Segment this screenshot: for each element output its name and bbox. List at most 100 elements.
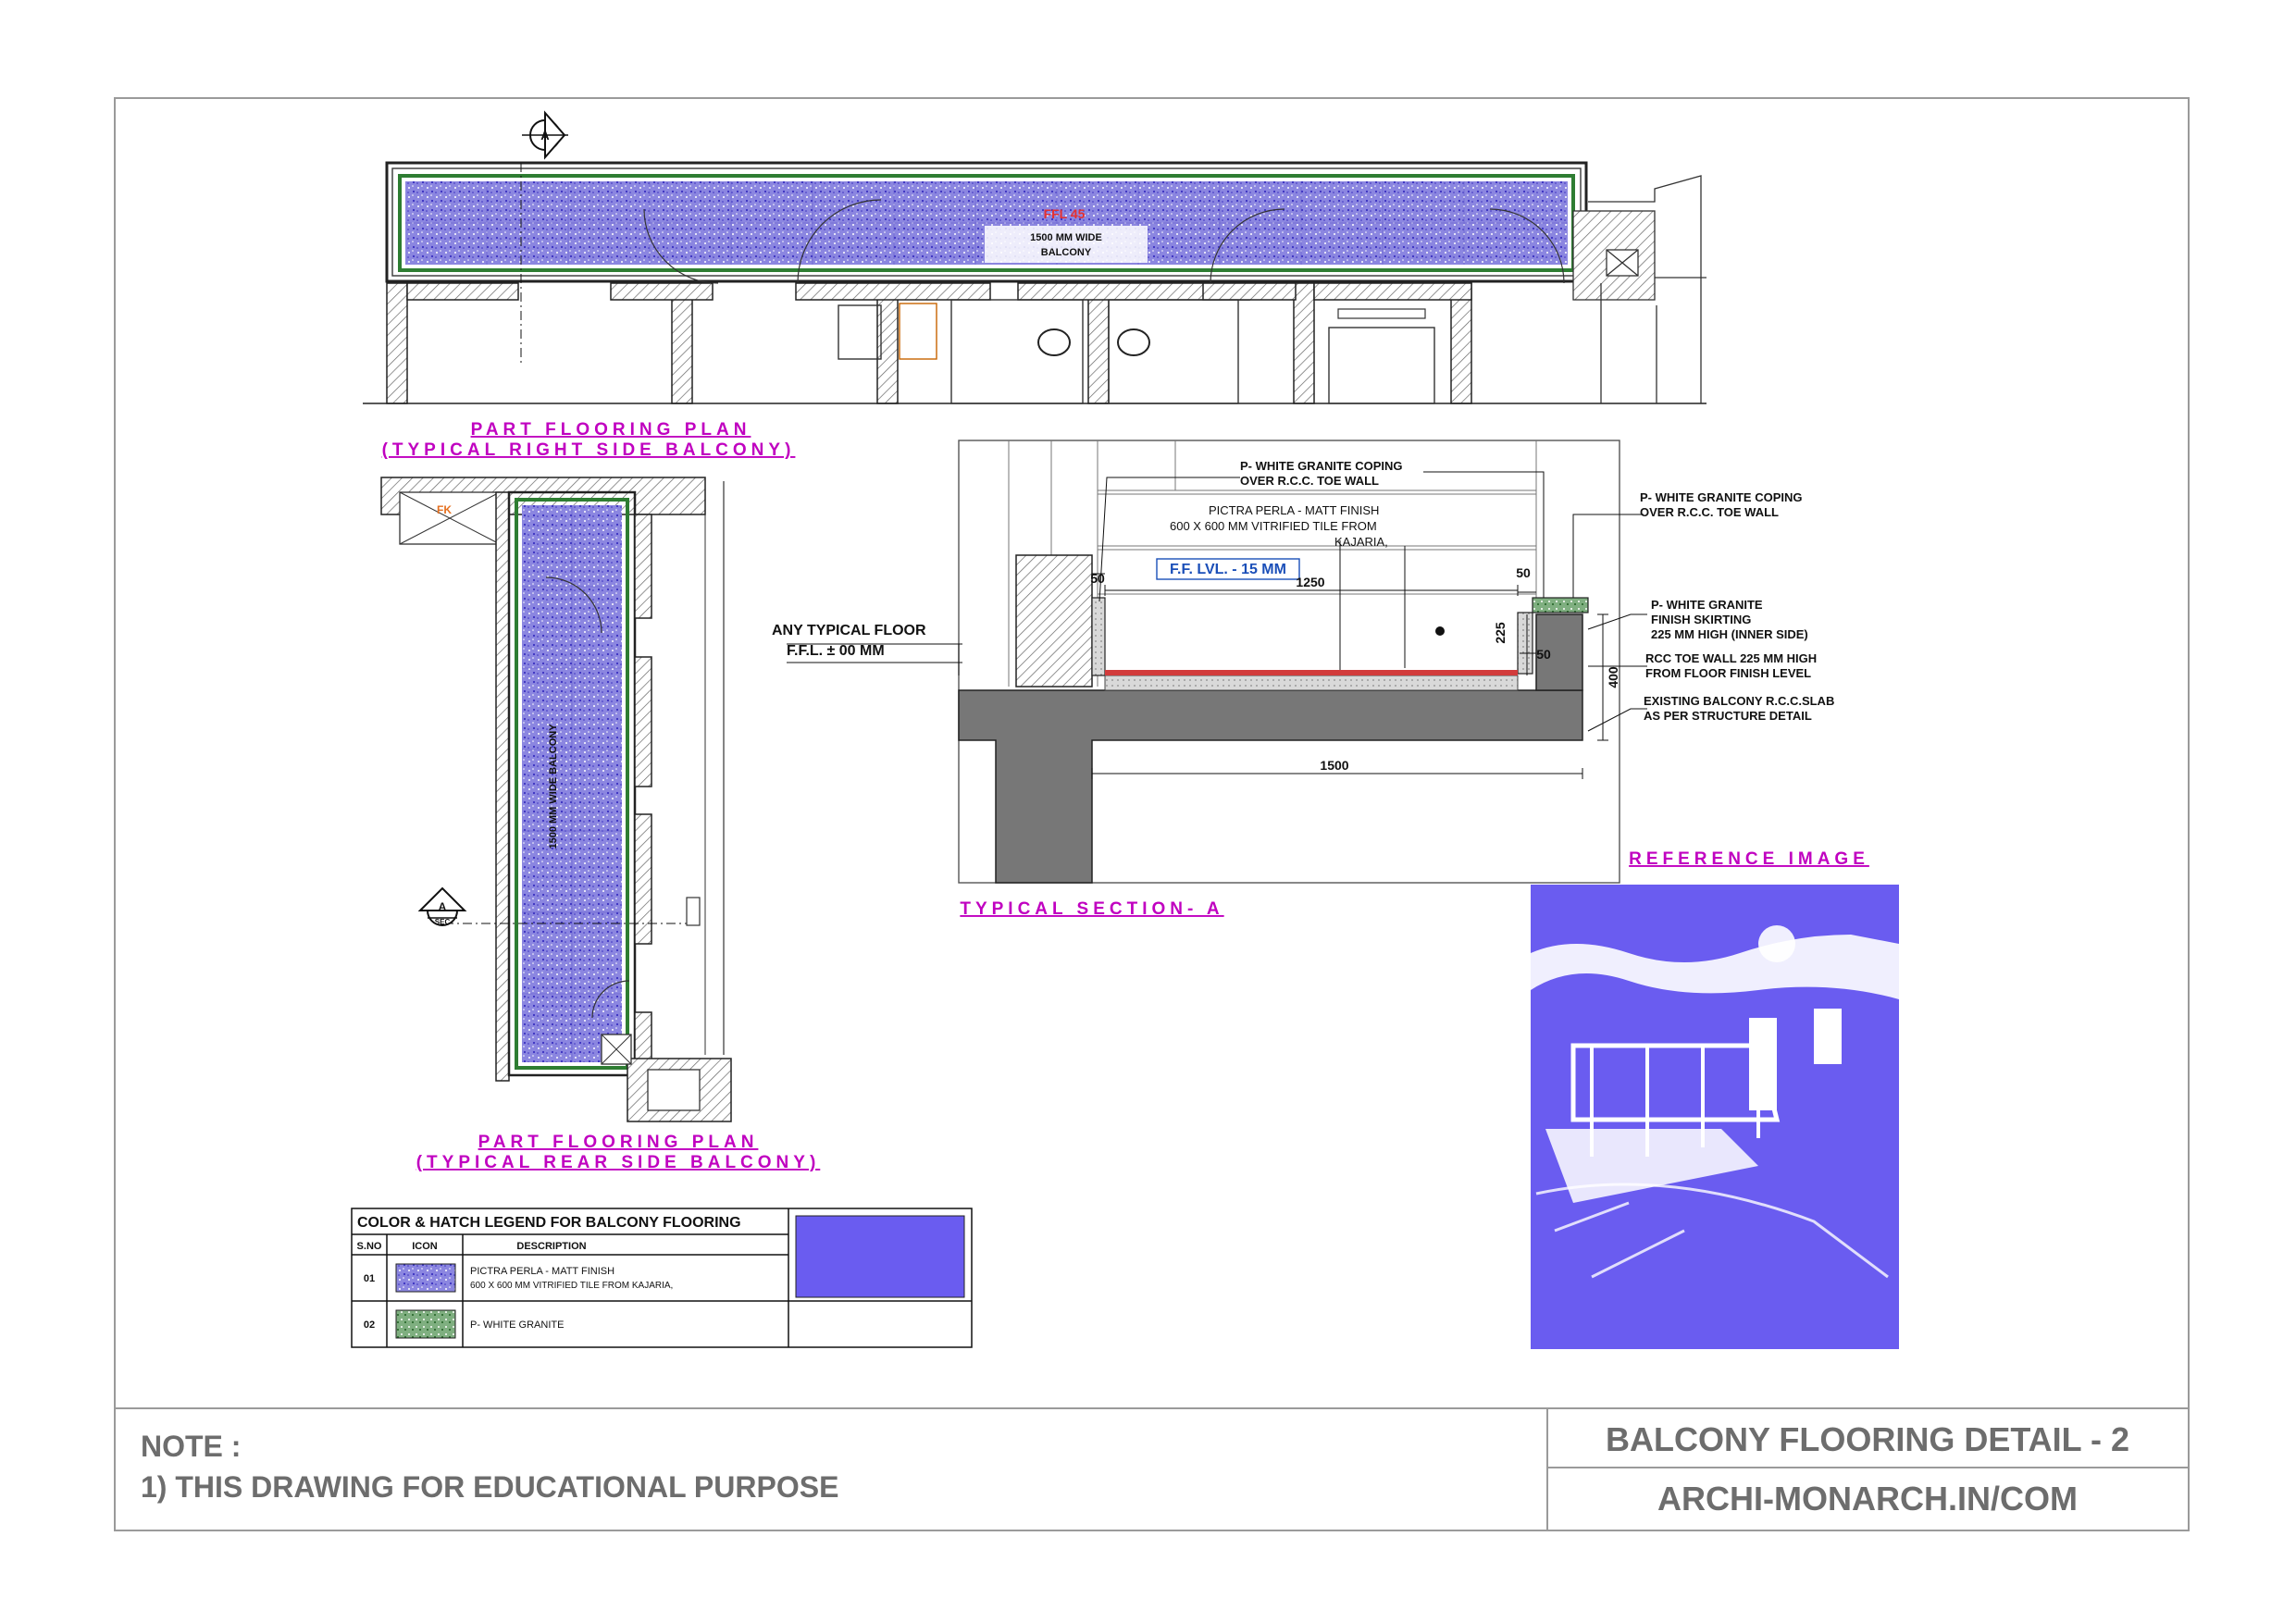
room-walls — [386, 282, 1472, 404]
granite-border — [515, 498, 629, 1070]
plan-right-label-line2: BALCONY — [1041, 247, 1092, 258]
title-plan-right-2: (TYPICAL RIGHT SIDE BALCONY) — [382, 440, 796, 460]
door-jamb — [1015, 554, 1093, 688]
right-toewall-2: FROM FLOOR FINISH LEVEL — [1645, 666, 1811, 680]
title-plan-rear-2: (TYPICAL REAR SIDE BALCONY) — [416, 1153, 821, 1172]
reference-tree-top — [1758, 925, 1795, 962]
any-floor-1: ANY TYPICAL FLOOR — [772, 623, 926, 638]
plan-rear-balcony-label: 1500 MM WIDE BALCONY — [548, 724, 559, 849]
reference-image — [1531, 885, 1899, 1349]
right-slab-2: AS PER STRUCTURE DETAIL — [1644, 709, 1812, 723]
rcc-slab — [958, 689, 1583, 884]
note-heading: NOTE : — [141, 1430, 241, 1463]
title-plan-rear-1: PART FLOORING PLAN — [478, 1133, 759, 1152]
title-reference-image: REFERENCE IMAGE — [1629, 849, 1869, 869]
sheet-title: BALCONY FLOORING DETAIL - 2 — [1606, 1420, 2129, 1458]
legend-row-2-sno: 02 — [364, 1319, 375, 1331]
left-wall — [495, 491, 510, 1082]
wc-fixture — [1037, 328, 1071, 356]
right-toewall-1: RCC TOE WALL 225 MM HIGH — [1645, 651, 1817, 665]
title-plan-right-1: PART FLOORING PLAN — [471, 420, 751, 440]
right-coping-1: P- WHITE GRANITE COPING — [1640, 490, 1803, 504]
dim-50-right-top: 50 — [1516, 565, 1531, 580]
legend-swatch-tile — [395, 1263, 456, 1293]
box-cross — [601, 1034, 632, 1065]
legend-swatch-granite — [395, 1309, 456, 1339]
legend-col-sno: S.NO — [357, 1241, 382, 1252]
reference-post — [1749, 1009, 1842, 1110]
dim-1500: 1500 — [1320, 758, 1348, 773]
door-swing — [797, 199, 882, 284]
callout-tile-2: 600 X 600 MM VITRIFIED TILE FROM — [1170, 519, 1377, 533]
leader-lines — [1098, 471, 1647, 732]
rcc-toe-wall — [1535, 613, 1583, 691]
reference-tree-silhouette — [1531, 935, 1899, 999]
tile-grid — [405, 181, 1568, 265]
right-coping-2: OVER R.C.C. TOE WALL — [1640, 505, 1779, 519]
dim-1250: 1250 — [1296, 575, 1324, 589]
leader-dot — [1435, 626, 1445, 636]
tile-finish-line — [1105, 670, 1518, 675]
dimension-lines — [787, 573, 1608, 779]
section-a — [787, 440, 1647, 884]
legend-row-1-desc-1: PICTRA PERLA - MATT FINISH — [470, 1266, 614, 1277]
plan-rear-level-tag: FK — [437, 503, 452, 516]
right-landing — [1572, 175, 1706, 403]
right-slab-1: EXISTING BALCONY R.C.C.SLAB — [1644, 694, 1834, 708]
plan-right-label-bg — [985, 226, 1148, 263]
cabinet — [838, 304, 882, 360]
toilet-room — [1108, 299, 1239, 404]
shower-area — [899, 303, 937, 360]
legend-title: COLOR & HATCH LEGEND FOR BALCONY FLOORIN… — [357, 1215, 741, 1231]
legend-col-icon: ICON — [412, 1241, 438, 1252]
box-cross — [399, 491, 501, 545]
door-swing — [1489, 208, 1565, 284]
toilet-room — [950, 299, 1084, 404]
lift-box-inner — [1337, 308, 1426, 319]
any-floor-2: F.F.L. ± 00 MM — [787, 643, 885, 659]
plan-right-level-tag: FFL 45 — [1044, 206, 1086, 221]
corner-inner — [647, 1069, 701, 1111]
plan-rear-side-balcony — [380, 477, 732, 1122]
door-swing — [591, 980, 630, 1019]
legend-row-1-sno: 01 — [364, 1273, 375, 1284]
legend-table — [351, 1208, 973, 1348]
dim-225: 225 — [1493, 622, 1508, 644]
note-line: 1) THIS DRAWING FOR EDUCATIONAL PURPOSE — [141, 1470, 838, 1504]
section-marker-letter: A — [540, 129, 550, 142]
left-skirting — [1091, 597, 1106, 676]
callout-coping-top-1: P- WHITE GRANITE COPING — [1240, 459, 1403, 473]
granite-coping — [1532, 597, 1589, 613]
plan-right-label-line1: 1500 MM WIDE — [1030, 232, 1102, 243]
legend-row-2-desc-1: P- WHITE GRANITE — [470, 1319, 564, 1331]
right-piers — [627, 514, 732, 1122]
tile-grid — [522, 505, 622, 1062]
section-marker-letter-rear: A — [439, 900, 447, 913]
website: ARCHI-MONARCH.IN/COM — [1657, 1480, 2078, 1518]
right-skirting-3: 225 MM HIGH (INNER SIDE) — [1651, 627, 1808, 641]
wc-fixture — [1117, 328, 1150, 356]
door-swing — [1210, 208, 1285, 284]
lift-box — [1328, 327, 1435, 404]
sheet-border — [114, 97, 2190, 1531]
reference-texture — [1535, 1183, 1889, 1279]
reference-railing-legs — [1590, 1046, 1760, 1157]
legend-row-1-desc-2: 600 X 600 MM VITRIFIED TILE FROM KAJARIA… — [470, 1281, 673, 1291]
door-swing — [643, 208, 719, 284]
dim-400: 400 — [1606, 666, 1620, 688]
legend-col-desc: DESCRIPTION — [516, 1241, 586, 1252]
small-box — [686, 897, 701, 926]
right-skirting-2: FINISH SKIRTING — [1651, 613, 1751, 626]
callout-tile-3: KAJARIA, — [1334, 535, 1388, 549]
door-swing — [545, 576, 602, 634]
reference-railing — [1570, 1043, 1781, 1122]
inner-skirting — [1517, 612, 1533, 675]
section-marker-arrow — [417, 886, 467, 911]
right-skirting-1: P- WHITE GRANITE — [1651, 598, 1763, 612]
dim-50-right-bottom: 50 — [1536, 647, 1551, 662]
callout-coping-top-2: OVER R.C.C. TOE WALL — [1240, 474, 1379, 488]
section-marker-sub-rear: SEC — [435, 918, 451, 926]
ff-level-box — [1156, 558, 1300, 580]
title-section-a: TYPICAL SECTION- A — [960, 899, 1223, 919]
